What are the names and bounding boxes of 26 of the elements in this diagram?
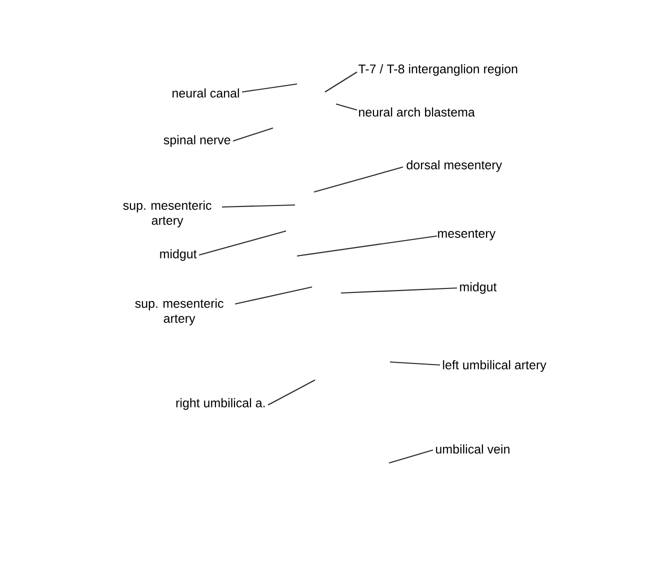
callout-label: dorsal mesentery: [406, 160, 502, 172]
callout-label: left umbilical artery: [443, 360, 546, 372]
leader-line: [314, 166, 404, 193]
callout-label: midgut: [460, 282, 497, 294]
leader-line: [390, 361, 440, 366]
leader-line: [242, 83, 298, 93]
callout-label: sup. mesenteric artery: [135, 298, 224, 326]
leader-line: [234, 286, 312, 305]
leader-line: [324, 72, 358, 92]
leader-line: [296, 235, 438, 257]
callout-label: midgut: [160, 249, 197, 261]
callout-label: T-7 / T-8 interganglion region: [358, 64, 518, 76]
callout-label: mesentery: [438, 230, 496, 240]
callout-label: umbilical vein: [436, 444, 510, 454]
callout-label: neural arch blastema: [359, 107, 475, 117]
leader-line: [340, 287, 458, 294]
leader-line: [198, 230, 286, 256]
leader-line: [232, 127, 274, 142]
callout-label: neural canal: [172, 88, 239, 98]
callout-label: right umbilical a.: [176, 398, 265, 410]
leader-line: [336, 103, 358, 111]
leader-line: [222, 204, 296, 208]
leader-line: [388, 449, 434, 464]
callout-label: spinal nerve: [164, 135, 230, 147]
callout-label: sup. mesenteric artery: [123, 200, 212, 228]
leader-line: [268, 380, 316, 406]
